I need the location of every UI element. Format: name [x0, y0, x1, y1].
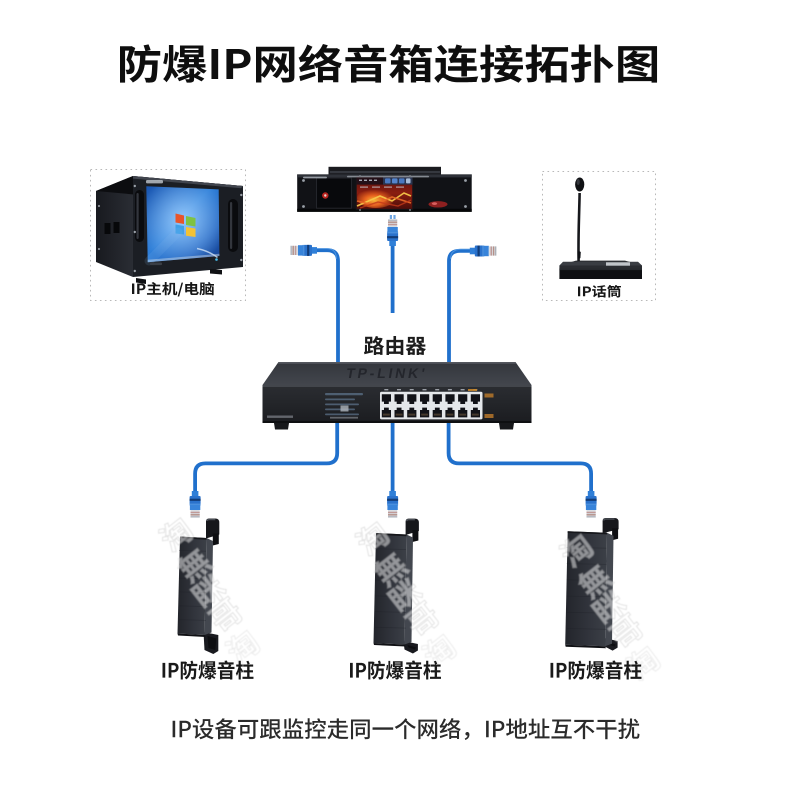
svg-text:TP-LINK': TP-LINK' [345, 365, 429, 381]
